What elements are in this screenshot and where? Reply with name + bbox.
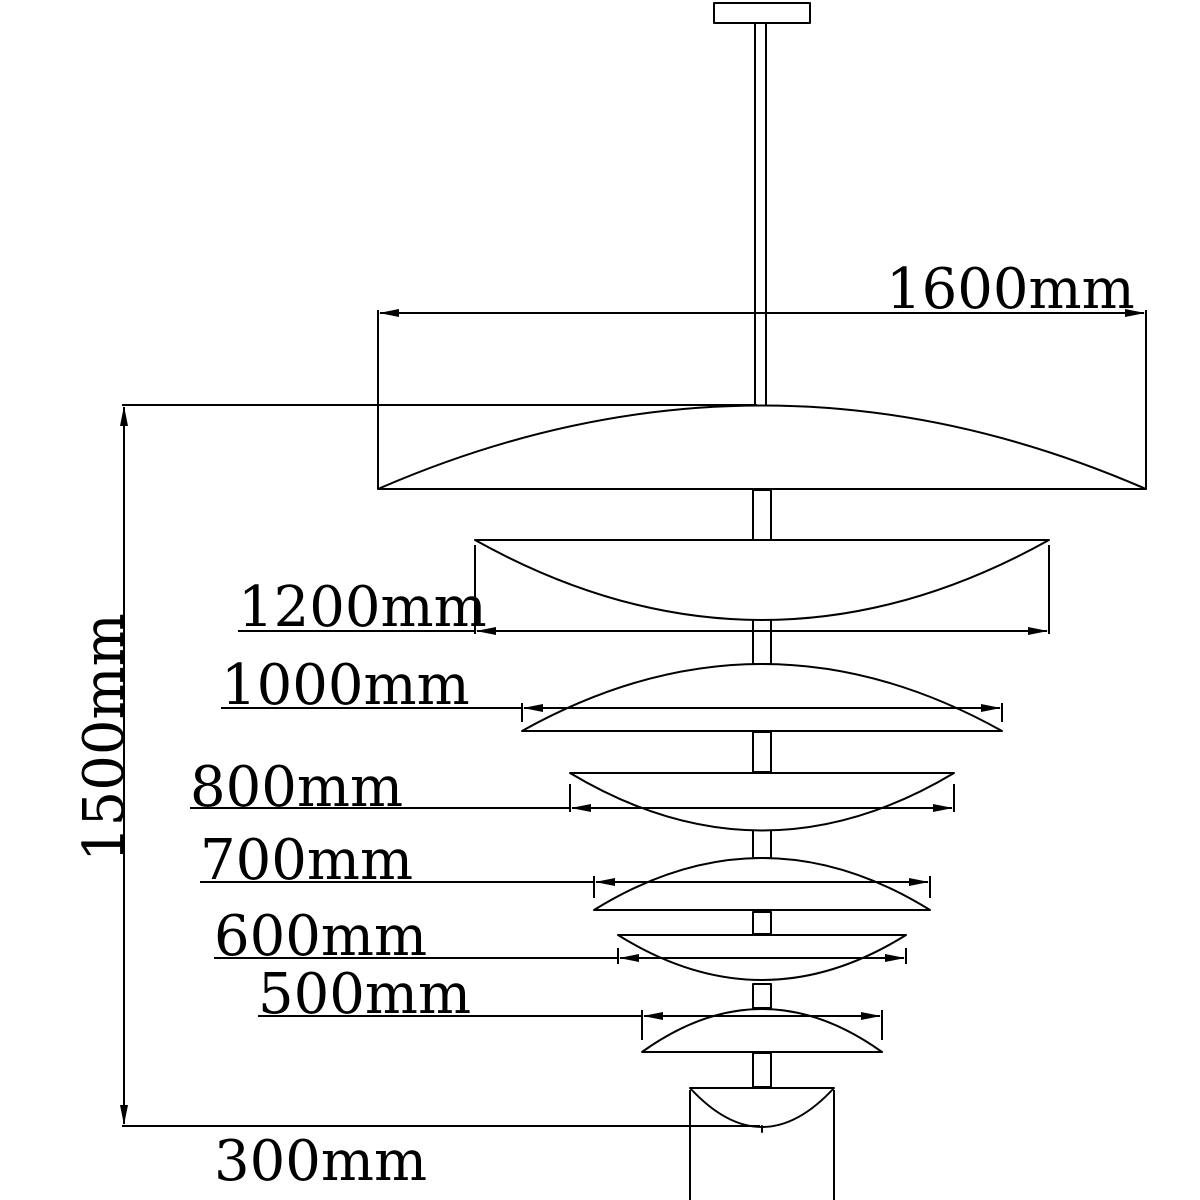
label-700: 700mm — [200, 828, 413, 893]
dimension-1000 — [221, 703, 1003, 722]
label-1000: 1000mm — [221, 653, 470, 718]
label-1600: 1600mm — [886, 257, 1135, 322]
label-800: 800mm — [190, 755, 403, 820]
height-label: 1500mm — [72, 613, 137, 862]
dimension-1600 — [377, 309, 1147, 489]
ceiling-canopy — [713, 2, 811, 24]
label-300: 300mm — [214, 1129, 427, 1194]
shade-1600 — [377, 404, 1147, 490]
label-600: 600mm — [214, 904, 427, 969]
height-dimension — [120, 404, 760, 1127]
dimension-1200 — [238, 545, 1050, 635]
shade-1000 — [521, 663, 1003, 732]
dimension-300 — [689, 1090, 835, 1200]
dimension-600 — [214, 948, 907, 964]
dimension-500 — [258, 1010, 883, 1040]
suspension-rod — [754, 22, 767, 406]
dimension-700 — [200, 876, 931, 898]
shade-800 — [569, 772, 955, 832]
shade-300 — [689, 1087, 835, 1133]
dimension-800 — [190, 784, 955, 812]
shade-1200 — [474, 539, 1050, 621]
shade-700 — [593, 857, 931, 911]
label-500: 500mm — [258, 962, 471, 1027]
label-1200: 1200mm — [238, 575, 487, 640]
